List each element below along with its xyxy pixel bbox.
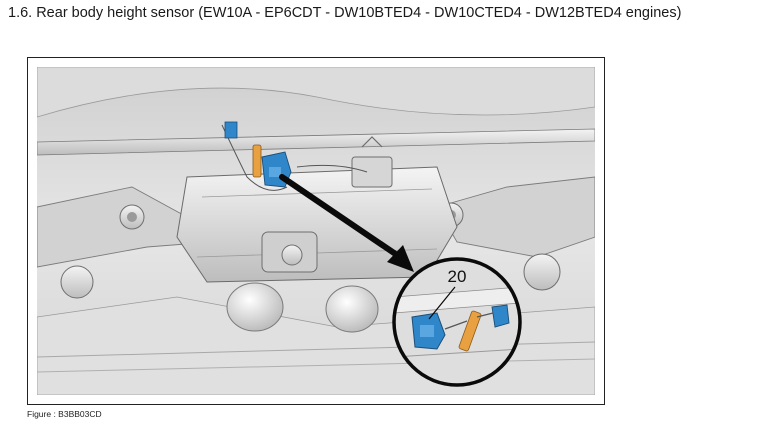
right-trailing-arm [436,176,595,258]
section-title: 1.6. Rear body height sensor (EW10A - EP… [8,5,682,21]
anti-roll-bar [37,128,595,156]
callout-leader-line [428,286,456,320]
figure-caption: Figure : B3BB03CD [27,409,102,419]
right-air-spring [325,285,379,333]
callout-number: 20 [448,267,467,286]
figure-frame: 20 [27,57,605,405]
left-air-spring [226,282,284,332]
detail-zoom-circle: 20 [392,257,522,387]
callout-arrow [279,174,414,272]
rear-axle-illustration: 20 [37,67,595,395]
